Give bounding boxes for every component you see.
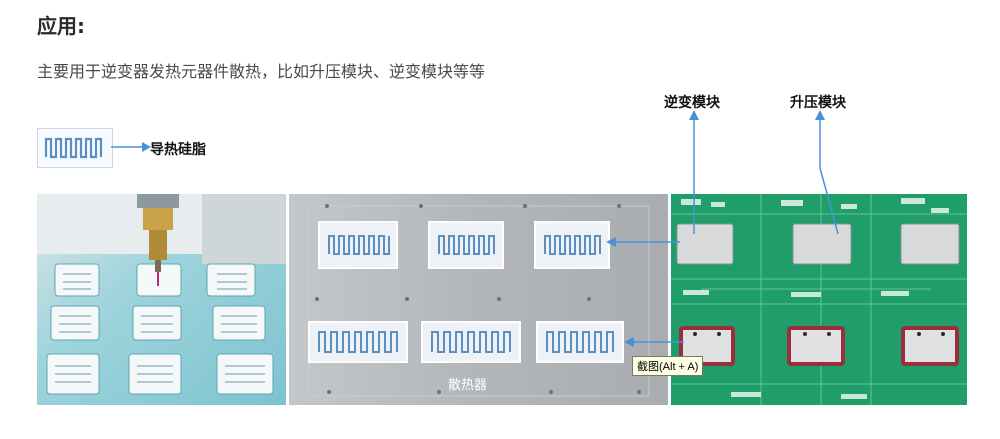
serpentine-gel-icon: [44, 137, 103, 159]
boost-module-arrow-icon: [815, 110, 839, 234]
heatsink-pad-arrow-top-icon: [606, 237, 680, 247]
thermal-gel-label: 导热硅脂: [150, 142, 206, 158]
section-title: 应用:: [37, 14, 85, 38]
legend-arrow-icon: [111, 142, 151, 152]
heatsink-photo: [289, 194, 668, 405]
screenshot-tooltip: 截图(Alt + A): [632, 356, 704, 376]
dispensing-photo: [37, 194, 286, 405]
heatsink-pad-arrow-bottom-icon: [624, 337, 684, 347]
heatsink-caption: 散热器: [448, 378, 488, 393]
inverter-module-arrow-icon: [689, 110, 699, 234]
section-description: 主要用于逆变器发热元器件散热，比如升压模块、逆变模块等等: [37, 62, 486, 81]
inverter-module-label: 逆变模块: [664, 95, 720, 111]
pcb-photo: [671, 194, 967, 405]
boost-module-label: 升压模块: [790, 95, 846, 111]
thermal-gel-legend-image: [37, 128, 113, 168]
